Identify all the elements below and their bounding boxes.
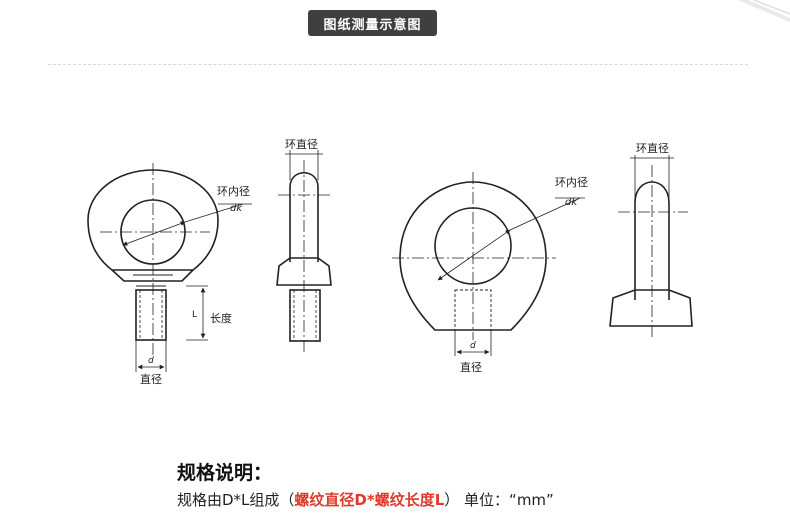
spec-suffix: ） 单位：“mm”	[444, 491, 554, 509]
right-side-ring-diameter-label: 环直径	[636, 141, 669, 155]
right-diameter-label: 直径	[460, 360, 482, 374]
left-side-collar	[276, 257, 332, 286]
left-dk-label: dk	[230, 203, 243, 214]
spec-title: 规格说明：	[177, 462, 273, 484]
right-side-view	[609, 181, 693, 327]
header-title: 图纸测量示意图	[323, 17, 422, 33]
left-side-eye	[289, 172, 319, 262]
left-front-dimensions	[122, 203, 252, 372]
left-length-label: 长度	[210, 311, 232, 325]
left-diameter-label: 直径	[140, 372, 162, 386]
corner-decoration	[738, 0, 790, 22]
left-d-label: d	[148, 356, 154, 366]
right-threaded-hole	[454, 289, 492, 331]
right-dk-label: dk	[565, 197, 578, 208]
spec-prefix: 规格由D*L组成（	[177, 491, 295, 509]
left-L-label: L	[192, 310, 197, 320]
left-side-shank	[289, 289, 321, 342]
left-dk-arrow	[122, 221, 186, 246]
right-dk-arrow	[437, 229, 511, 281]
section-divider	[48, 64, 748, 65]
left-side-view	[276, 172, 332, 342]
left-front-centerlines	[100, 163, 210, 355]
header-title-badge: 图纸测量示意图	[308, 10, 437, 36]
left-side-ring-diameter-label: 环直径	[285, 137, 318, 151]
right-d-label: d	[470, 341, 476, 351]
right-side-collar	[609, 289, 693, 327]
left-collar	[111, 269, 194, 282]
left-shank	[135, 289, 167, 341]
left-ring-inner-label: 环内径	[217, 184, 250, 198]
spec-line: 规格由D*L组成（螺纹直径D*螺纹长度L） 单位：“mm”	[177, 489, 554, 510]
right-ring-inner-label: 环内径	[555, 175, 588, 189]
spec-highlight: 螺纹直径D*螺纹长度L	[294, 491, 445, 509]
